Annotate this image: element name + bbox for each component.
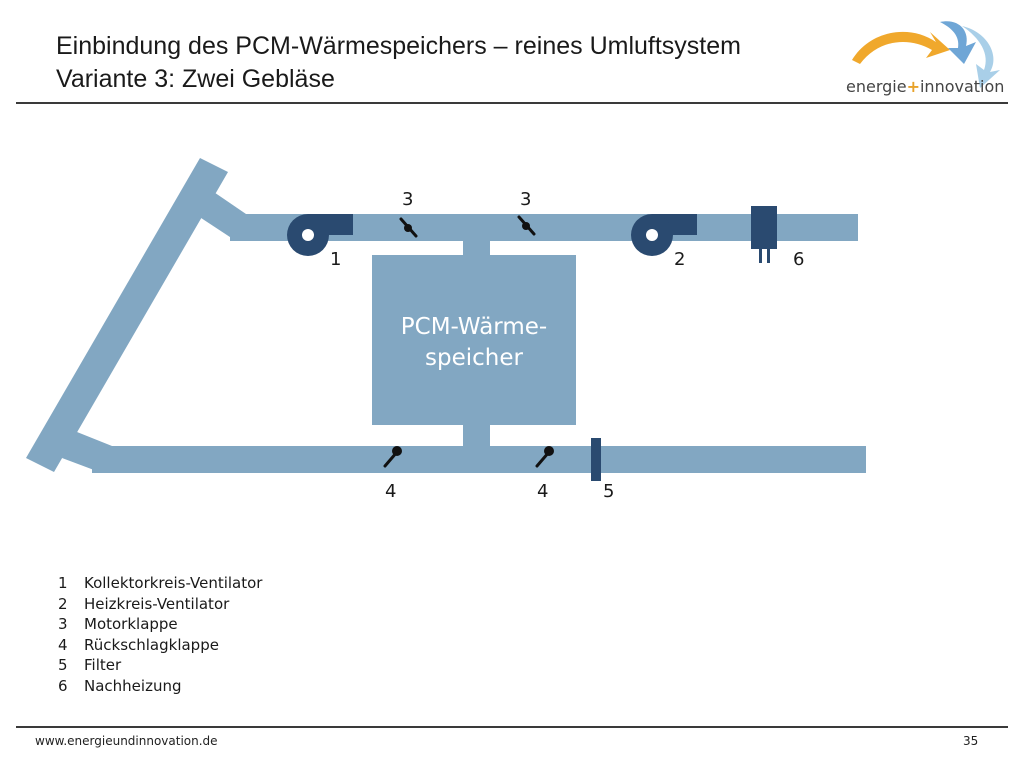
logo-text-plus: + <box>906 77 920 96</box>
fan-1-hub <box>302 229 314 241</box>
logo-text: energie+innovation <box>846 77 1004 96</box>
heater-leg-left <box>759 249 762 263</box>
title-line-1: Einbindung des PCM-Wärmespeichers – rein… <box>56 32 741 60</box>
duct-diagonal <box>26 158 228 472</box>
footer-url: www.energieundinnovation.de <box>35 734 218 748</box>
filter-element <box>591 438 601 481</box>
marker-check-right: 4 <box>537 481 548 502</box>
storage-connector-top <box>463 241 490 257</box>
storage-connector-bottom <box>463 423 490 446</box>
storage-label-line-1: PCM-Wärme- <box>401 314 547 340</box>
heater-leg-right <box>767 249 770 263</box>
duct-joint-bottom <box>62 430 112 473</box>
check-valve-left <box>383 446 402 468</box>
check-valve-right <box>535 446 554 468</box>
duct-joint-top <box>195 186 246 241</box>
motor-damper-left <box>399 217 418 238</box>
marker-fan-1: 1 <box>330 249 341 270</box>
logo-swoosh-orange <box>852 31 950 64</box>
motor-damper-right <box>517 215 536 236</box>
logo-text-energie: energie <box>846 77 907 96</box>
marker-fan-2: 2 <box>674 249 685 270</box>
logo-text-innovation: innovation <box>919 77 1005 96</box>
logo-swoosh-blue <box>940 21 976 65</box>
fan-2 <box>631 214 697 256</box>
footer-rule <box>16 726 1008 728</box>
header-rule <box>16 102 1008 104</box>
energie-innovation-logo <box>852 21 1000 88</box>
heater-block <box>751 206 777 249</box>
marker-check-left: 4 <box>385 481 396 502</box>
pcm-storage-box <box>372 255 576 425</box>
title-line-2: Variante 3: Zwei Gebläse <box>56 65 335 93</box>
marker-damper-left: 3 <box>402 189 413 210</box>
marker-damper-right: 3 <box>520 189 531 210</box>
duct-bottom <box>92 446 866 473</box>
marker-heater: 6 <box>793 249 804 270</box>
heater-unit <box>751 206 777 263</box>
fan-1 <box>287 214 353 256</box>
logo-swoosh-lightblue <box>962 26 1000 88</box>
slide-title: Einbindung des PCM-Wärmespeichers – rein… <box>56 30 741 96</box>
storage-label-line-2: speicher <box>425 345 523 371</box>
fan-2-hub <box>646 229 658 241</box>
page-number: 35 <box>963 734 979 748</box>
marker-filter: 5 <box>603 481 614 502</box>
